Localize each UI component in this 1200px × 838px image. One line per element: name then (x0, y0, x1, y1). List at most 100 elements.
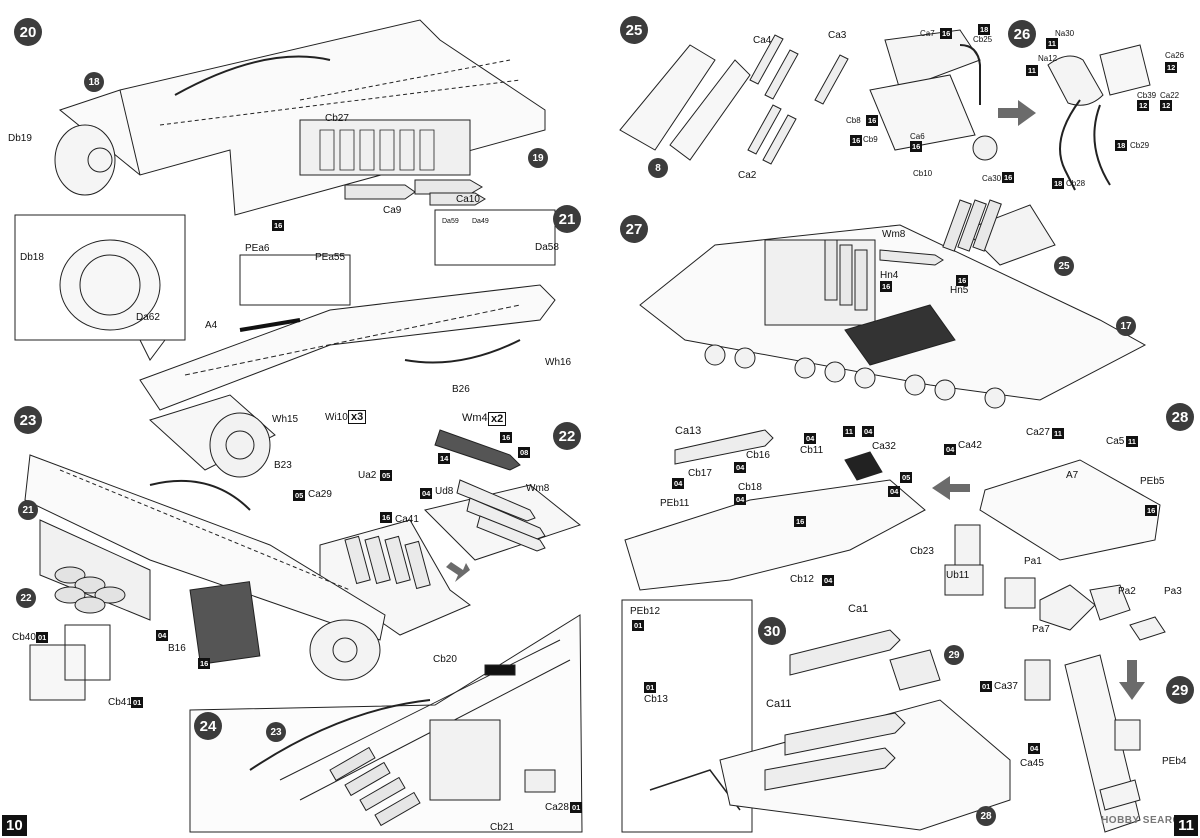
label-cb29: Cb29 (1130, 141, 1150, 150)
label-cb9: Cb9 (863, 135, 878, 144)
label-ca4: Ca4 (753, 35, 772, 46)
label-ca5: Ca5 (1106, 436, 1125, 447)
label-ca10: Ca10 (456, 194, 480, 205)
label-cb23: Cb23 (910, 546, 934, 557)
callout-28: 28 (976, 806, 996, 826)
label-cb12: Cb12 (790, 574, 814, 585)
step-28-number: 28 (1166, 403, 1194, 431)
step-26-number: 26 (1008, 20, 1036, 48)
label-b26: B26 (452, 384, 470, 395)
sprue-tag: 12 (1137, 100, 1150, 111)
right-page: 25 26 27 28 29 30 Ca4 Ca3 Ca7 16 18 Cb25… (600, 0, 1200, 838)
sprue-tag: 04 (944, 444, 957, 455)
sprue-tag: 04 (420, 488, 433, 499)
label-peb11: PEb11 (660, 498, 690, 509)
label-cb41: Cb41 (108, 697, 132, 708)
sprue-tag: 16 (272, 220, 285, 231)
sprue-tag: 01 (570, 802, 583, 813)
step-27-number: 27 (620, 215, 648, 243)
callout-19: 19 (528, 148, 548, 168)
label-cb17: Cb17 (688, 468, 712, 479)
label-ca3: Ca3 (828, 30, 847, 41)
sprue-tag: 18 (978, 24, 991, 35)
label-wh15: Wh15 (272, 414, 299, 425)
label-wm8: Wm8 (526, 483, 550, 494)
sprue-tag: 16 (866, 115, 879, 126)
sprue-tag: 11 (1026, 65, 1038, 76)
sprue-tag: 04 (822, 575, 835, 586)
watermark: HOBBY SEARCH (1101, 815, 1188, 826)
label-da62: Da62 (136, 312, 160, 323)
label-hn5: Hn5 (950, 285, 969, 296)
label-ub11: Ub11 (946, 570, 970, 581)
callout-23: 23 (266, 722, 286, 742)
label-ca26: Ca26 (1165, 51, 1185, 60)
label-cb11: Cb11 (800, 445, 824, 456)
sprue-tag: 16 (1145, 505, 1158, 516)
multiplier-x2: x2 (488, 412, 507, 426)
label-wm8-27: Wm8 (882, 229, 906, 240)
label-ca45: Ca45 (1020, 758, 1044, 769)
sprue-tag: 04 (1028, 743, 1041, 754)
label-db18: Db18 (20, 252, 44, 263)
label-wh16: Wh16 (545, 357, 572, 368)
left-page: 20 21 22 23 24 18 19 Db19 Cb27 Ca9 Ca10 … (2, 18, 583, 836)
sprue-tag: 18 (1115, 140, 1128, 151)
callout-25: 25 (1054, 256, 1074, 276)
label-ca30: Ca30 (982, 174, 1002, 183)
sprue-tag: 16 (880, 281, 893, 292)
sprue-tag: 16 (1002, 172, 1015, 183)
right-page-drawings (600, 0, 1200, 838)
sprue-tag: 16 (380, 512, 393, 523)
label-cb8: Cb8 (846, 116, 861, 125)
sprue-tag: 11 (1052, 428, 1064, 439)
sprue-tag: 11 (843, 426, 855, 437)
label-db19: Db19 (8, 133, 32, 144)
sprue-tag: 04 (156, 630, 169, 641)
sprue-tag: 04 (862, 426, 875, 437)
label-peb12: PEb12 (630, 606, 661, 617)
label-ca7: Ca7 (920, 29, 935, 38)
step-24-number: 24 (194, 712, 222, 740)
sprue-tag: 05 (293, 490, 306, 501)
label-cb18: Cb18 (738, 482, 762, 493)
page-number-right: 11 (1174, 815, 1198, 836)
sprue-tag: 16 (500, 432, 513, 443)
label-pa7: Pa7 (1032, 624, 1050, 635)
sprue-tag: 16 (850, 135, 863, 146)
callout-17: 17 (1116, 316, 1136, 336)
label-da59: Da59 (442, 218, 459, 225)
label-hn4: Hn4 (880, 270, 899, 281)
sprue-tag: 01 (131, 697, 144, 708)
sprue-tag: 05 (900, 472, 913, 483)
sprue-tag: 16 (956, 275, 969, 286)
sprue-tag: 04 (804, 433, 817, 444)
step-20-number: 20 (14, 18, 42, 46)
page-number-left: 10 (2, 815, 27, 836)
sprue-tag: 01 (644, 682, 657, 693)
label-cb10: Cb10 (913, 169, 933, 178)
sprue-tag: 16 (198, 658, 211, 669)
step-21-number: 21 (553, 205, 581, 233)
step-30-number: 30 (758, 617, 786, 645)
sprue-tag: 16 (940, 28, 953, 39)
label-cb13: Cb13 (644, 694, 668, 705)
label-cb39: Cb39 (1137, 91, 1157, 100)
sprue-tag: 14 (438, 453, 451, 464)
step-23-number: 23 (14, 406, 42, 434)
sprue-tag: 01 (632, 620, 645, 631)
step-25-number: 25 (620, 16, 648, 44)
sprue-tag: 12 (1160, 100, 1173, 111)
sprue-tag: 04 (734, 462, 747, 473)
callout-21: 21 (18, 500, 38, 520)
label-ua2: Ua2 (358, 470, 377, 481)
label-cb20: Cb20 (433, 654, 457, 665)
label-ca1: Ca1 (848, 603, 869, 615)
label-ca41: Ca41 (395, 514, 419, 525)
label-peb4: PEb4 (1162, 756, 1187, 767)
multiplier-x3: x3 (348, 410, 367, 424)
label-pa2: Pa2 (1118, 586, 1136, 597)
sprue-tag: 04 (734, 494, 747, 505)
callout-29: 29 (944, 645, 964, 665)
sprue-tag: 16 (794, 516, 807, 527)
